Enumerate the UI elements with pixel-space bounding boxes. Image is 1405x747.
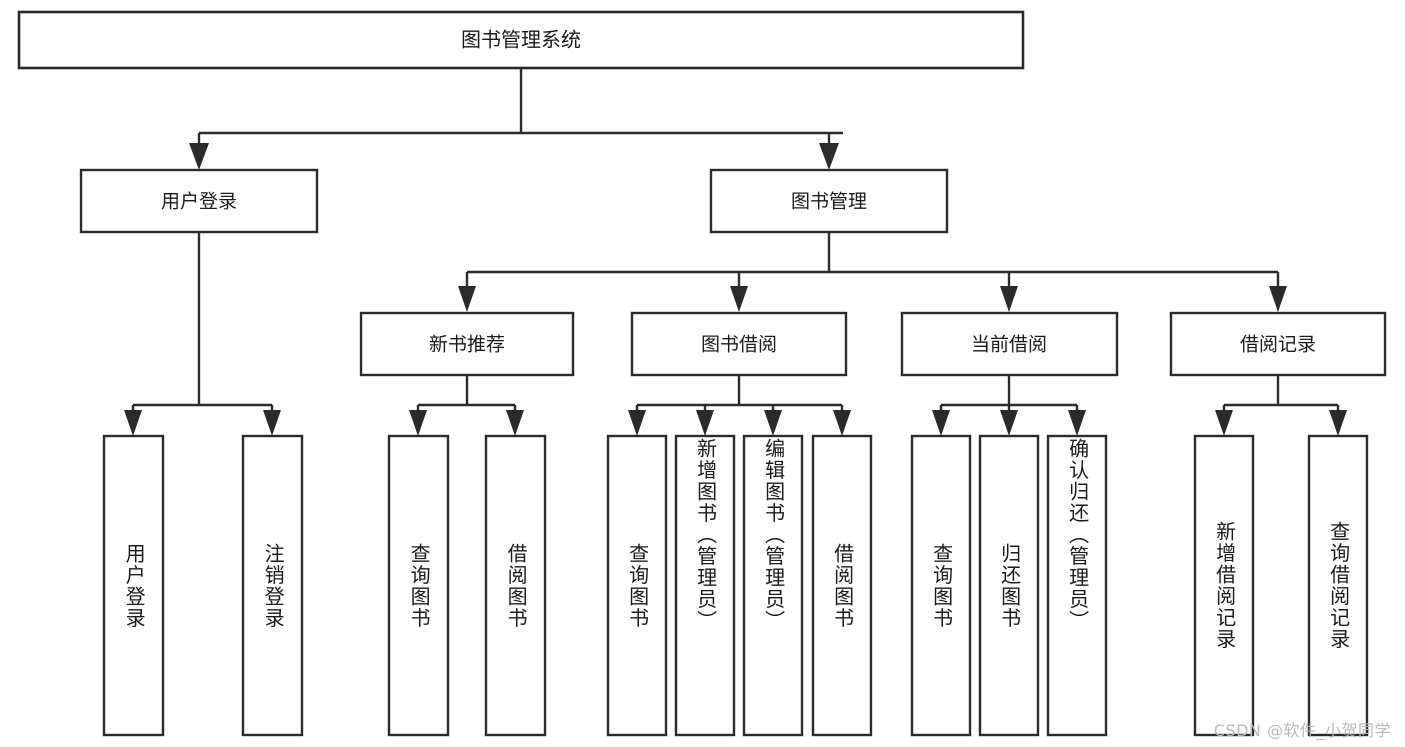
leaf-box-add-book[interactable] [674,434,736,737]
node-book-manage-box[interactable] [709,168,949,234]
leaf-box-confirm-return[interactable] [1046,434,1108,737]
arrow-head-leaf-add-record [1215,410,1233,436]
arrow-head-new-book-recommend [458,286,476,312]
arrow-head-leaf-add-book [696,410,714,436]
connector-group-user-login-leaves [124,232,281,436]
leaf-box-borrow-book-b[interactable] [811,434,873,737]
node-book-borrow[interactable]: 图书借阅 [630,311,848,377]
node-root-system[interactable]: 图书管理系统 [17,10,1025,70]
leaf-box-return-book[interactable] [978,434,1040,737]
connector-group-book-borrow-leaves [628,375,851,436]
arrow-head-leaf-confirm-return [1068,410,1086,436]
leaf-box-query-book-c[interactable] [910,434,972,737]
node-new-book-recommend-box[interactable] [359,311,575,377]
arrow-head-leaf-edit-book [764,410,782,436]
node-book-borrow-box[interactable] [630,311,848,377]
arrow-head-leaf-borrow-book-a [506,410,524,436]
node-current-borrow-label: 当前借阅 [971,334,1047,356]
node-book-manage-label: 图书管理 [791,191,867,213]
arrow-head-leaf-borrow-book-b [833,410,851,436]
leaf-box-query-record[interactable] [1307,434,1369,737]
arrow-head-borrow-record [1269,286,1287,312]
arrow-head-current-borrow [1000,286,1018,312]
node-root-label: 图书管理系统 [461,28,581,52]
leaf-box-edit-book[interactable] [742,434,804,737]
arrow-head-user-login [189,143,209,170]
arrow-head-leaf-user-login [124,410,142,436]
node-borrow-record-box[interactable] [1169,311,1387,377]
arrow-head-leaf-query-book-a [409,410,427,436]
node-current-borrow[interactable]: 当前借阅 [900,311,1119,377]
connector-group-new-book-leaves [409,375,524,436]
node-root-box[interactable] [17,10,1025,70]
node-borrow-record[interactable]: 借阅记录 [1169,311,1387,377]
connector-group-root-to-level2 [189,68,843,170]
connector-group-borrow-record-leaves [1215,375,1347,436]
leaf-box-logout[interactable] [241,434,304,737]
node-book-manage[interactable]: 图书管理 [709,168,949,234]
node-user-login-box[interactable] [79,168,319,234]
arrow-head-book-borrow [730,286,748,312]
leaf-box-query-book-b[interactable] [606,434,668,737]
arrow-head-leaf-query-book-b [628,410,646,436]
leaf-box-user-login[interactable] [102,434,165,737]
node-user-login[interactable]: 用户登录 [79,168,319,234]
node-user-login-label: 用户登录 [161,191,237,213]
watermark-text: CSDN @软件_小贺同学 [1213,721,1391,740]
node-current-borrow-box[interactable] [900,311,1119,377]
node-book-borrow-label: 图书借阅 [701,334,777,356]
node-new-book-recommend[interactable]: 新书推荐 [359,311,575,377]
connector-group-book-manage-to-level3 [458,232,1287,312]
node-new-book-recommend-label: 新书推荐 [429,334,505,356]
arrow-head-leaf-query-record [1329,410,1347,436]
arrow-head-leaf-logout [263,410,281,436]
leaf-box-borrow-book-a[interactable] [484,434,547,737]
leaf-box-query-book-a[interactable] [387,434,450,737]
connector-group-current-borrow-leaves [932,375,1086,436]
arrow-head-book-manage [819,143,839,170]
leaf-box-add-record[interactable] [1193,434,1255,737]
node-borrow-record-label: 借阅记录 [1240,334,1316,356]
arrow-head-leaf-return-book [1000,410,1018,436]
arrow-head-leaf-query-book-c [932,410,950,436]
